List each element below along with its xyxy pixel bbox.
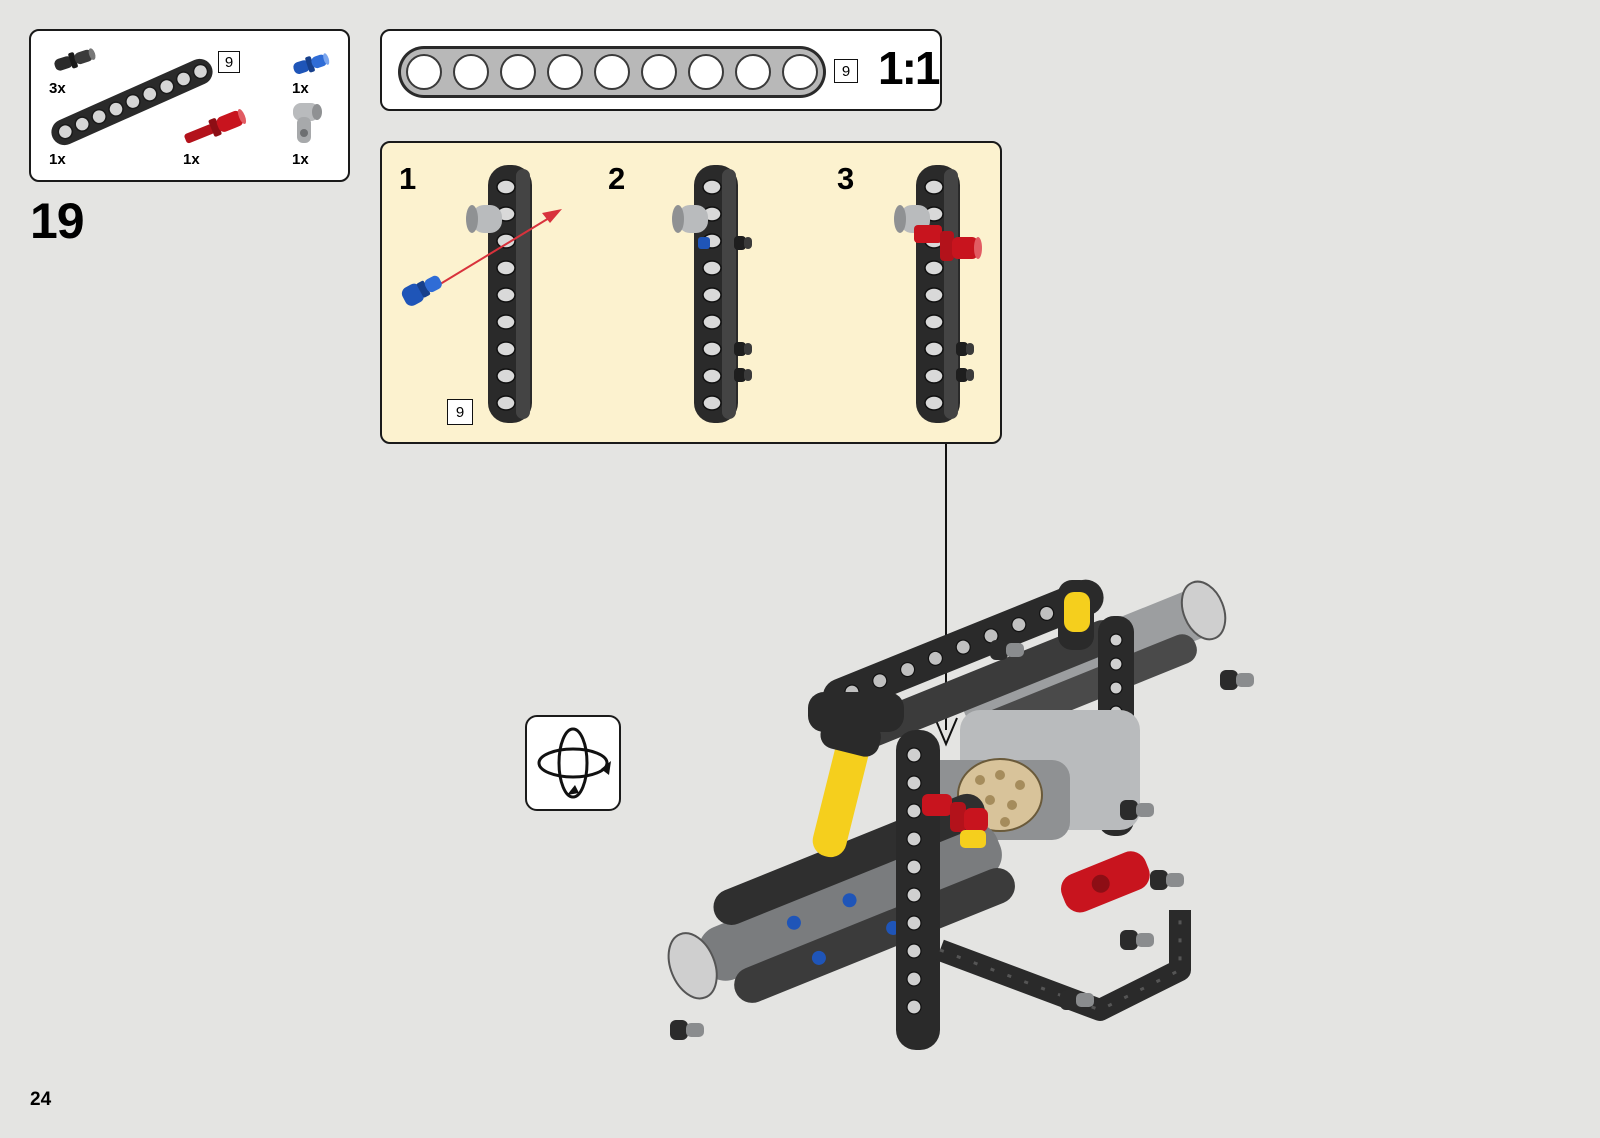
- rotate-model-icon: [525, 715, 621, 811]
- main-model-illustration: [660, 580, 1290, 1070]
- page-number: 24: [30, 1090, 51, 1109]
